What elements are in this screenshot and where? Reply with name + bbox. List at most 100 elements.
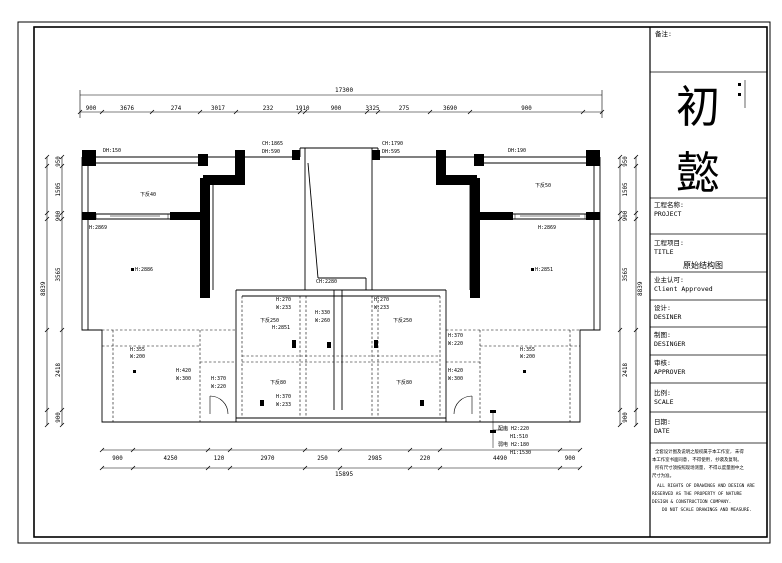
ann-h370-c: H:370 [276, 394, 291, 400]
dimension-lines [46, 90, 637, 469]
dimension-tick [59, 327, 65, 333]
dim-top-segment: 1910 [296, 106, 310, 112]
dim-top-segment: 275 [399, 106, 410, 112]
note-cn-2: 本工作室书面同意, 不得使用, 抄袭及复制。 [652, 456, 742, 463]
dimension-tick [44, 327, 50, 333]
date-label-cn: 日期: [654, 418, 671, 426]
ann-h370-bl: H:370 [211, 376, 226, 382]
dim-right-segment: 950 [623, 156, 629, 167]
dim-bottom-segment: 220 [420, 456, 431, 462]
dim-left-segment: 3565 [56, 267, 62, 281]
dimension-tick [149, 109, 155, 115]
ann-h355-r: H:355 [520, 347, 535, 353]
ann-beam250-l: 下反250 [260, 317, 279, 324]
structural-columns [82, 150, 600, 298]
note-en-1: ALL RIGHTS OF DRAWINGS AND DESIGN ARE [657, 483, 755, 489]
title-block: 备注: 初 懿 工程名称: PROJECT 工程项目: TITLE 原始结构图 … [650, 29, 767, 513]
logo-char-1: 初 [676, 82, 720, 133]
dim-left-total: 8839 [40, 281, 47, 296]
dimension-tick [633, 210, 639, 216]
dim-top-segment: 900 [521, 106, 532, 112]
ann-dh-right: DH:190 [508, 148, 526, 154]
dim-bottom-segment: 2970 [261, 456, 275, 462]
dim-top-segment: 3017 [211, 106, 225, 112]
dimension-tick [364, 109, 370, 115]
dimension-labels: 17300 15895 8839 8839 [40, 87, 644, 478]
ann-w233-l: W:233 [276, 305, 291, 311]
ann-ch-right: CH:1790 [382, 141, 403, 147]
dimension-tick [557, 447, 563, 453]
dim-bottom-total: 15895 [335, 471, 353, 478]
dimension-tick [633, 163, 639, 169]
ann-h2851: H:2851 [272, 325, 290, 331]
dimension-tick [633, 422, 639, 428]
dimension-tick [617, 163, 623, 169]
dim-left-segment: 900 [56, 210, 62, 221]
dim-right-segment: 900 [623, 210, 629, 221]
dimension-tick [599, 109, 605, 115]
dim-bottom-segment: 120 [214, 456, 225, 462]
dim-right-segment: 3565 [623, 267, 629, 281]
dim-bottom-segment: 900 [112, 456, 123, 462]
dimension-tick [227, 465, 233, 471]
dimension-tick [227, 447, 233, 453]
dimension-tick [617, 327, 623, 333]
ann-h-left-room-b: H:2886 [135, 267, 153, 273]
ann-h-right-room-b: H:2851 [535, 267, 553, 273]
dimension-tick [233, 109, 239, 115]
dimension-tick [617, 407, 623, 413]
dim-left-segment: 2418 [56, 363, 62, 377]
note-en-3: DESIGN & CONSTRUCTION COMPANY. [652, 499, 731, 505]
logo-char-2: 懿 [676, 148, 720, 199]
windows [95, 213, 586, 220]
walls [81, 147, 601, 423]
client-label-cn: 业主认可: [654, 275, 684, 284]
dimension-tick [44, 154, 50, 160]
ann-dh-left2: DH:590 [262, 149, 280, 155]
title-value: 原始结构图 [683, 260, 723, 270]
logo: 初 懿 [676, 80, 746, 199]
dimension-tick [617, 210, 623, 216]
ann-w300-r: W:300 [448, 376, 463, 382]
dimension-tick [44, 163, 50, 169]
dimension-tick [44, 210, 50, 216]
ann-elec-h: H1:510 [510, 434, 528, 440]
ann-h270-l: H:270 [276, 297, 291, 303]
ann-h420-r: H:420 [448, 368, 463, 374]
ann-w200-l: W:200 [130, 354, 145, 360]
dimension-tick [44, 422, 50, 428]
dim-top-segment: 274 [171, 106, 182, 112]
dimension-tick [633, 216, 639, 222]
ann-w220-r: W:220 [448, 341, 463, 347]
dimension-tick [617, 422, 623, 428]
dim-right-segment: 1505 [623, 182, 629, 196]
dim-right-segment: 2418 [623, 363, 629, 377]
beam-dashes [102, 296, 580, 422]
ann-h355-l: H:355 [130, 347, 145, 353]
ann-beam-left: 下反40 [140, 191, 156, 198]
dimension-tick [302, 447, 308, 453]
approve-label-en: APPROVER [654, 368, 685, 376]
title-label-en: TITLE [654, 248, 674, 256]
note-cn-4: 尺寸为准。 [652, 472, 674, 479]
draw-label-cn: 制图: [654, 330, 671, 339]
ann-beam280-r: 下反80 [396, 379, 412, 386]
dimension-tick [302, 109, 308, 115]
ann-weak-h: H1:1530 [510, 450, 531, 456]
dimension-tick [130, 447, 136, 453]
dim-bottom-segment: 2985 [368, 456, 382, 462]
scale-label-en: SCALE [654, 398, 674, 406]
dimension-tick [617, 216, 623, 222]
dimension-tick [99, 109, 105, 115]
dimension-tick [407, 447, 413, 453]
dim-bottom-segment: 250 [317, 456, 328, 462]
dimension-tick [617, 154, 623, 160]
dimension-tick [59, 407, 65, 413]
dimension-tick [197, 109, 203, 115]
dim-bottom-segment: 4250 [164, 456, 178, 462]
annotations: DH:150 CH:1865 DH:590 CH:1790 DH:595 DH:… [89, 141, 556, 456]
ann-h330: H:330 [315, 310, 330, 316]
